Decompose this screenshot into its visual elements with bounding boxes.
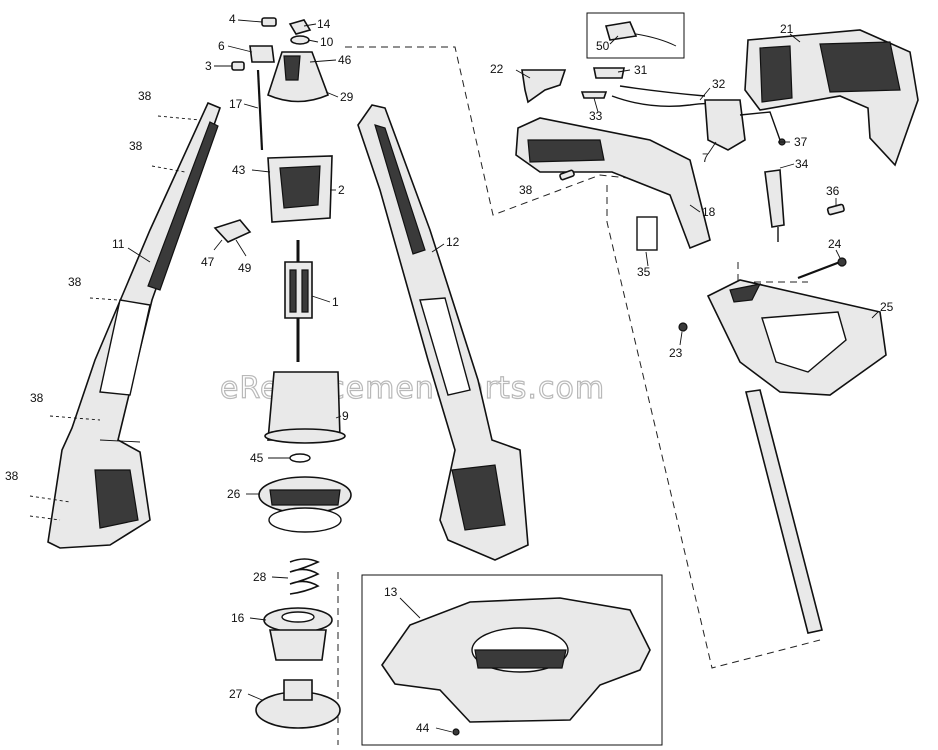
label-3: 3 xyxy=(205,59,212,73)
label-47: 47 xyxy=(201,255,215,269)
assembly-dashed-line-right xyxy=(606,185,821,669)
label-38-e: 38 xyxy=(5,469,19,483)
label-24: 24 xyxy=(828,237,842,251)
label-43: 43 xyxy=(232,163,246,177)
label-33: 33 xyxy=(589,109,603,123)
label-18: 18 xyxy=(702,205,716,219)
right-housing-half xyxy=(357,104,529,561)
handle-screw xyxy=(559,169,575,181)
handle-bolt xyxy=(797,257,847,280)
label-49: 49 xyxy=(238,261,252,275)
label-38-c: 38 xyxy=(68,275,82,289)
label-36: 36 xyxy=(826,184,840,198)
label-45: 45 xyxy=(250,451,264,465)
label-11: 11 xyxy=(112,237,125,251)
label-25: 25 xyxy=(880,300,894,314)
lower-handle xyxy=(515,117,711,250)
label-38-d: 38 xyxy=(30,391,44,405)
spring xyxy=(289,558,320,595)
label-13: 13 xyxy=(384,585,398,599)
washer-45 xyxy=(289,453,311,463)
auxiliary-handle xyxy=(706,279,887,396)
label-7: 7 xyxy=(702,151,709,165)
label-29: 29 xyxy=(340,90,354,104)
label-16: 16 xyxy=(231,611,245,625)
label-31: 31 xyxy=(634,63,648,77)
bracket-part xyxy=(249,45,275,63)
label-21: 21 xyxy=(780,22,794,36)
label-10: 10 xyxy=(320,35,334,49)
label-38-a: 38 xyxy=(138,89,152,103)
spool xyxy=(263,607,333,661)
leader-lines xyxy=(29,19,879,733)
cord-plug xyxy=(604,21,677,47)
label-22: 22 xyxy=(490,62,504,76)
guard xyxy=(381,597,651,723)
label-2: 2 xyxy=(338,183,345,197)
label-27: 27 xyxy=(229,687,243,701)
small-nut xyxy=(261,17,277,27)
motor-housing xyxy=(264,371,346,444)
small-screw xyxy=(231,61,245,71)
spring-clip xyxy=(288,19,312,35)
plug-inset-frame xyxy=(586,12,685,59)
label-46: 46 xyxy=(338,53,352,67)
label-1: 1 xyxy=(332,295,339,309)
label-50: 50 xyxy=(596,39,610,53)
guard-inset-frame xyxy=(361,574,663,746)
label-4: 4 xyxy=(229,12,236,26)
motor-cap xyxy=(267,51,330,103)
label-23: 23 xyxy=(669,346,683,360)
label-9: 9 xyxy=(342,409,349,423)
spool-cap xyxy=(255,679,341,729)
upper-handle xyxy=(744,29,919,167)
washer-top xyxy=(290,35,310,45)
label-38-f: 38 xyxy=(519,183,533,197)
switch-contact xyxy=(593,67,625,79)
label-plate xyxy=(636,216,658,251)
label-32: 32 xyxy=(712,77,726,91)
field-stator xyxy=(267,155,333,223)
label-35: 35 xyxy=(637,265,651,279)
switch-spring xyxy=(580,91,608,99)
shaft-tube xyxy=(745,389,823,634)
label-44: 44 xyxy=(416,721,430,735)
label-38-b: 38 xyxy=(129,139,143,153)
label-17: 17 xyxy=(229,97,243,111)
label-34: 34 xyxy=(795,157,809,171)
fan xyxy=(258,476,352,533)
label-12: 12 xyxy=(446,235,460,249)
trigger-latch xyxy=(521,69,567,104)
shaft-pin xyxy=(256,69,264,151)
cord-protector xyxy=(764,169,785,242)
switch-assembly xyxy=(704,99,781,151)
label-6: 6 xyxy=(218,39,225,53)
armature xyxy=(284,240,313,362)
assembly-dashed-line-top xyxy=(345,46,629,216)
cord-pin xyxy=(826,203,845,216)
brush-holder xyxy=(213,219,252,243)
assembly-dashed-line-handle xyxy=(737,262,808,283)
label-26: 26 xyxy=(227,487,241,501)
label-28: 28 xyxy=(253,570,267,584)
left-housing-half xyxy=(47,101,222,549)
guard-screw xyxy=(452,728,460,736)
part-labels: 4 14 10 6 3 46 29 17 43 2 47 49 1 9 45 2… xyxy=(5,12,894,735)
bolt-nut xyxy=(678,322,688,332)
label-14: 14 xyxy=(317,17,331,31)
label-37: 37 xyxy=(794,135,808,149)
